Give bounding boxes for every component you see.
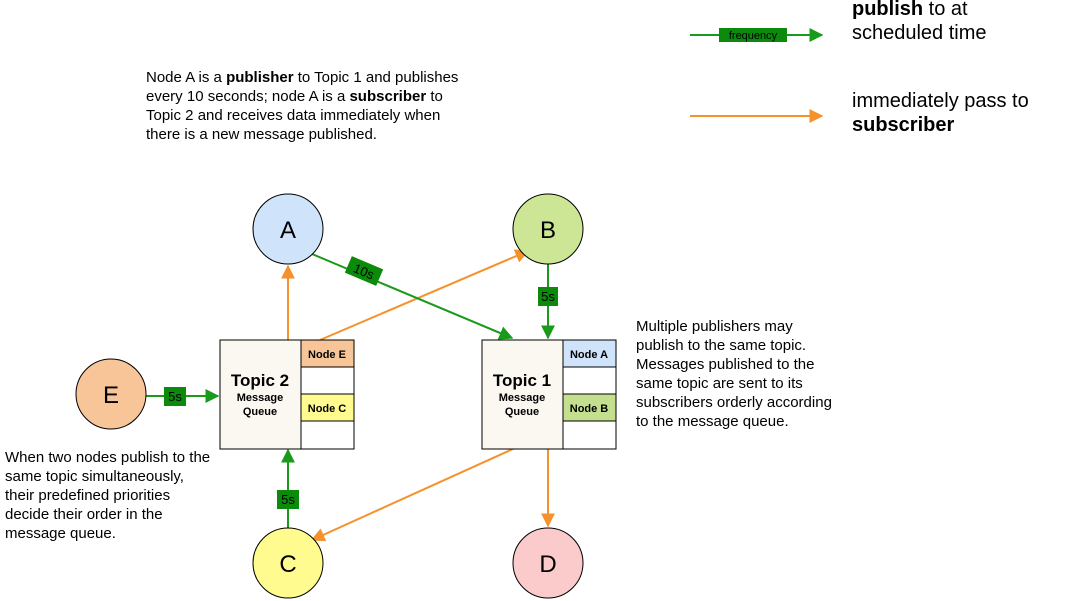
node-a-label: A — [280, 217, 296, 244]
node-d: D — [512, 527, 584, 599]
edge-topic2-to-b — [319, 249, 530, 341]
legend-publish-bold: publish — [852, 0, 924, 20]
topic2-subtitle-1: Message — [237, 392, 283, 404]
topic2-slot-4 — [300, 420, 355, 450]
node-c-label: C — [279, 551, 296, 578]
topic1-slot-2 — [562, 366, 617, 395]
topic2-slot-1-label: Node E — [308, 349, 346, 361]
topic1-slot-3-label: Node B — [570, 403, 609, 415]
freq-label-e-topic2: 5s — [164, 387, 186, 406]
topic2-subtitle-2: Queue — [243, 406, 277, 418]
topic2-box: Topic 2 Message Queue Node E Node C — [219, 339, 355, 450]
node-d-label: D — [539, 551, 556, 578]
node-a: A — [252, 193, 324, 265]
topic1-subtitle-1: Message — [499, 392, 545, 404]
node-b: B — [512, 193, 584, 265]
legend-pass-bold: subscriber — [852, 114, 955, 136]
freq-label-b-topic1: 5s — [538, 287, 558, 306]
svg-text:5s: 5s — [541, 289, 555, 304]
edge-topic1-to-c — [310, 447, 516, 542]
topic1-slot-3 — [562, 393, 617, 422]
freq-label-a-topic1: 10s — [344, 256, 384, 286]
svg-text:5s: 5s — [168, 389, 182, 404]
note-priorities: When two nodes publish to the same topic… — [5, 449, 211, 542]
topic2-slot-2 — [300, 366, 355, 395]
topic1-slot-1-label: Node A — [570, 349, 608, 361]
legend-publish-rest-2: scheduled time — [852, 22, 987, 44]
topic1-subtitle-2: Queue — [505, 406, 539, 418]
legend-publish-arrow: frequency — [690, 28, 824, 42]
topic2-slot-3 — [300, 393, 355, 422]
legend-pass-line-1: immediately pass to — [852, 90, 1029, 112]
node-c: C — [252, 527, 324, 599]
topic2-slot-1 — [300, 339, 355, 368]
svg-text:5s: 5s — [281, 492, 295, 507]
legend-publish-text: publish to at scheduled time — [852, 0, 1080, 45]
node-e: E — [75, 358, 147, 430]
legend-frequency-label: frequency — [729, 30, 778, 42]
topic1-title: Topic 1 — [493, 371, 551, 390]
topic1-slot-4 — [562, 420, 617, 450]
edge-a-to-topic1 — [311, 253, 514, 340]
topic2-slot-3-label: Node C — [308, 403, 347, 415]
freq-label-c-topic2: 5s — [277, 490, 299, 509]
note-multiple-publishers: Multiple publishers may publish to the s… — [636, 318, 832, 430]
node-b-label: B — [540, 217, 556, 244]
topic2-title: Topic 2 — [231, 371, 289, 390]
legend-publish-rest-1: to at — [923, 0, 968, 20]
node-e-label: E — [103, 382, 119, 409]
topic1-box: Topic 1 Message Queue Node A Node B — [481, 339, 617, 450]
legend-pass-text: immediately pass to subscriber — [852, 89, 1080, 137]
topic1-slot-1 — [562, 339, 617, 368]
note-node-a: Node A is a publisher to Topic 1 and pub… — [146, 69, 459, 143]
